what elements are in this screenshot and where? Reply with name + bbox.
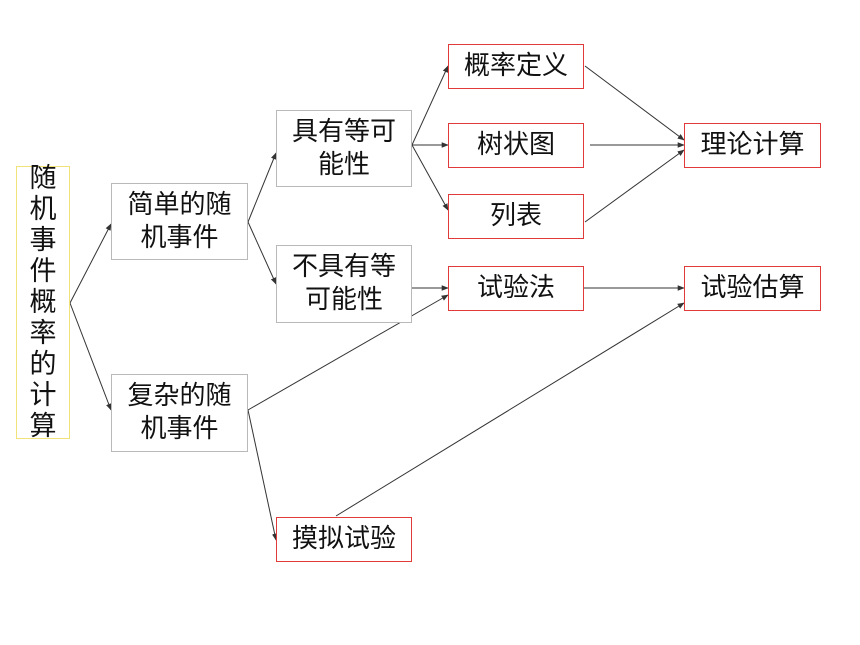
not-equal-possibility-node: 不具有等 可能性 xyxy=(276,245,412,323)
arrow-root-to-complex xyxy=(69,302,112,411)
theoretical-calculation-node: 理论计算 xyxy=(684,123,821,168)
simulation-experiment-node: 摸拟试验 xyxy=(276,517,412,562)
list-table-node: 列表 xyxy=(448,194,584,239)
complex-event-node: 复杂的随 机事件 xyxy=(111,374,248,452)
arrow-simple-to-equal xyxy=(247,152,277,223)
equal-possibility-line-1: 具有等可 xyxy=(291,116,396,147)
arrow-definition-to-theory xyxy=(584,65,685,141)
arrow-simulation-to-estimation xyxy=(335,302,685,517)
simple-event-node: 简单的随 机事件 xyxy=(111,183,248,260)
equal-possibility-node: 具有等可 能性 xyxy=(276,110,412,187)
equal-possibility-line-2: 能性 xyxy=(317,149,370,180)
arrow-equal-to-definition xyxy=(411,65,449,146)
not-equal-possibility-line-2: 可能性 xyxy=(304,285,383,315)
experimental-estimation-node: 试验估算 xyxy=(684,266,821,311)
root-node: 随机事件概率的计算 xyxy=(16,163,70,442)
arrow-complex-to-simulation xyxy=(247,409,278,541)
arrow-complex-to-experiment xyxy=(247,294,449,411)
experiment-method-node: 试验法 xyxy=(448,266,584,311)
arrow-list-to-theory xyxy=(584,149,685,223)
simple-event-line-2: 机事件 xyxy=(140,222,219,253)
simple-event-line-1: 简单的随 xyxy=(127,189,232,220)
not-equal-possibility-line-1: 不具有等 xyxy=(291,252,396,282)
probability-definition-node: 概率定义 xyxy=(448,44,584,89)
arrow-equal-to-list xyxy=(411,144,449,211)
complex-event-line-2: 机事件 xyxy=(140,414,219,444)
tree-diagram-node: 树状图 xyxy=(448,123,584,168)
arrow-simple-to-notequal xyxy=(247,221,277,285)
arrow-root-to-simple xyxy=(69,223,112,304)
complex-event-line-1: 复杂的随 xyxy=(127,381,232,411)
